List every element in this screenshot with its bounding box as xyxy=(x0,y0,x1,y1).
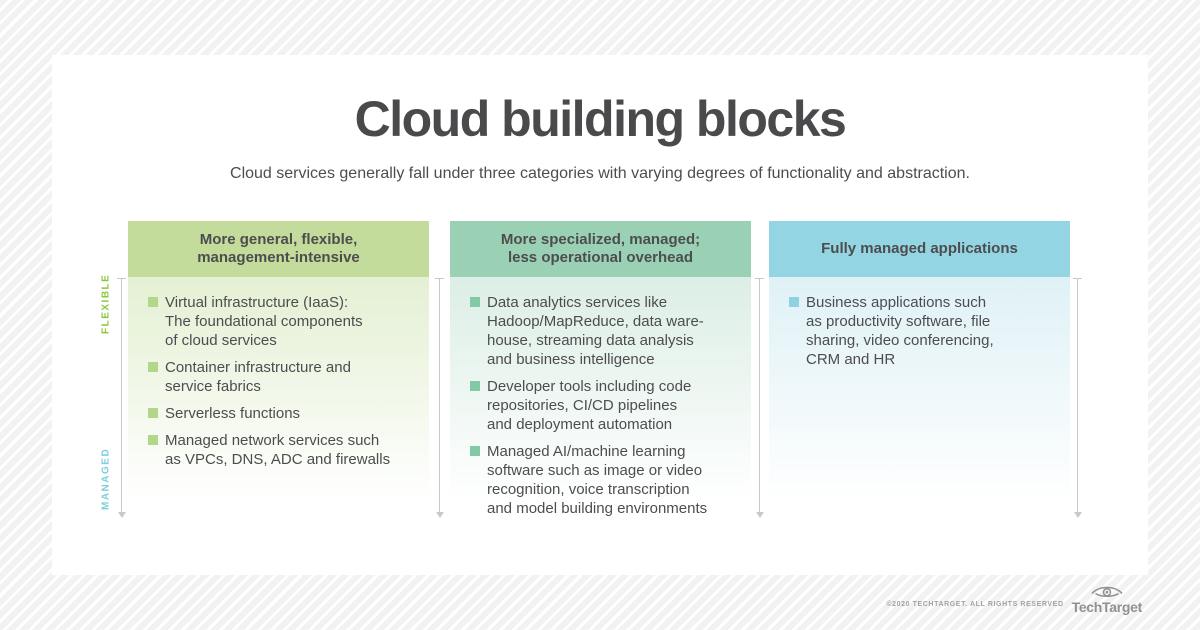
column-header: More specialized, managed; less operatio… xyxy=(450,221,751,277)
list-item: Managed AI/machine learning software suc… xyxy=(470,442,739,518)
axis-label-flexible: FLEXIBLE xyxy=(100,273,112,335)
eye-icon xyxy=(1091,586,1123,597)
list-item-text: Serverless functions xyxy=(165,405,301,422)
list-item: Business applications such as productivi… xyxy=(789,293,1058,369)
list-item-text: Managed AI/machine learning software suc… xyxy=(487,443,708,517)
list-item-text: Business applications such as productivi… xyxy=(806,294,994,368)
list-item: Data analytics services like Hadoop/MapR… xyxy=(470,293,739,369)
bullet-square-icon xyxy=(148,435,158,445)
bullet-square-icon xyxy=(148,362,158,372)
list-item: Serverless functions xyxy=(148,404,417,423)
bullet-square-icon xyxy=(470,297,480,307)
column-body: Virtual infrastructure (IaaS): The found… xyxy=(128,277,429,520)
bullet-square-icon xyxy=(470,446,480,456)
axis-arrow-line xyxy=(1073,278,1082,518)
brand-wordmark: TechTarget xyxy=(1071,599,1143,615)
list-item-text: Virtual infrastructure (IaaS): The found… xyxy=(165,294,363,349)
infographic-card: Cloud building blocks Cloud services gen… xyxy=(52,55,1148,575)
axis-arrow-line xyxy=(117,278,126,518)
footer: ©2020 TECHTARGET. ALL RIGHTS RESERVED Te… xyxy=(886,584,1142,614)
column-specialized-managed: More specialized, managed; less operatio… xyxy=(450,221,751,520)
bullet-square-icon xyxy=(789,297,799,307)
copyright-text: ©2020 TECHTARGET. ALL RIGHTS RESERVED xyxy=(886,601,1064,608)
list-item: Virtual infrastructure (IaaS): The found… xyxy=(148,293,417,350)
column-header: Fully managed applications xyxy=(769,221,1070,277)
page-title: Cloud building blocks xyxy=(354,91,847,147)
column-general-flexible: More general, flexible, management-inten… xyxy=(128,221,429,520)
column-header: More general, flexible, management-inten… xyxy=(128,221,429,277)
list-item-text: Managed network services such as VPCs, D… xyxy=(165,432,391,468)
column-body: Business applications such as productivi… xyxy=(769,277,1070,520)
list-item: Developer tools including code repositor… xyxy=(470,377,739,434)
column-body: Data analytics services like Hadoop/MapR… xyxy=(450,277,751,520)
page-subtitle: Cloud services generally fall under thre… xyxy=(230,165,970,182)
axis-arrow-line xyxy=(755,278,764,518)
bullet-square-icon xyxy=(148,408,158,418)
list-item-text: Developer tools including code repositor… xyxy=(487,378,692,433)
list-item: Container infrastructure and service fab… xyxy=(148,358,417,396)
list-item: Managed network services such as VPCs, D… xyxy=(148,431,417,469)
list-item-text: Data analytics services like Hadoop/MapR… xyxy=(487,294,704,368)
techtarget-logo: TechTarget xyxy=(1072,584,1142,614)
column-fully-managed: Fully managed applications Business appl… xyxy=(769,221,1070,520)
bullet-square-icon xyxy=(148,297,158,307)
list-item-text: Container infrastructure and service fab… xyxy=(165,359,351,395)
bullet-square-icon xyxy=(470,381,480,391)
axis-arrow-line xyxy=(435,278,444,518)
axis-label-managed: MANAGED xyxy=(100,447,112,511)
